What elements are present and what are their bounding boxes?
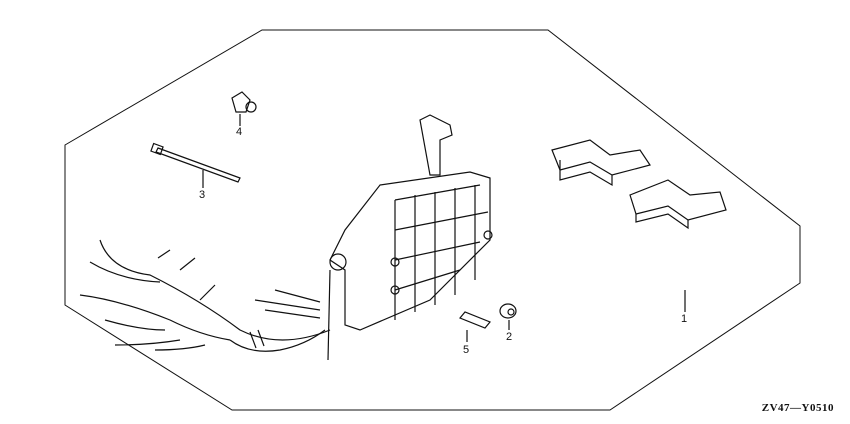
cable-tie-icon xyxy=(150,142,241,188)
grommet-icon xyxy=(499,303,517,330)
callout-1: 1 xyxy=(681,313,688,325)
manuals-icon xyxy=(551,139,727,230)
callout-5: 5 xyxy=(463,344,470,356)
control-box-icon xyxy=(327,114,493,361)
clip-icon xyxy=(231,91,257,126)
kit-outline xyxy=(64,29,801,411)
callout-4: 4 xyxy=(236,126,243,138)
wiring-harness-icon xyxy=(79,239,331,352)
callout-2: 2 xyxy=(506,331,513,343)
callout-3: 3 xyxy=(199,189,206,201)
pin-icon xyxy=(459,311,491,342)
diagram-code: ZV47—Y0510 xyxy=(761,402,834,414)
